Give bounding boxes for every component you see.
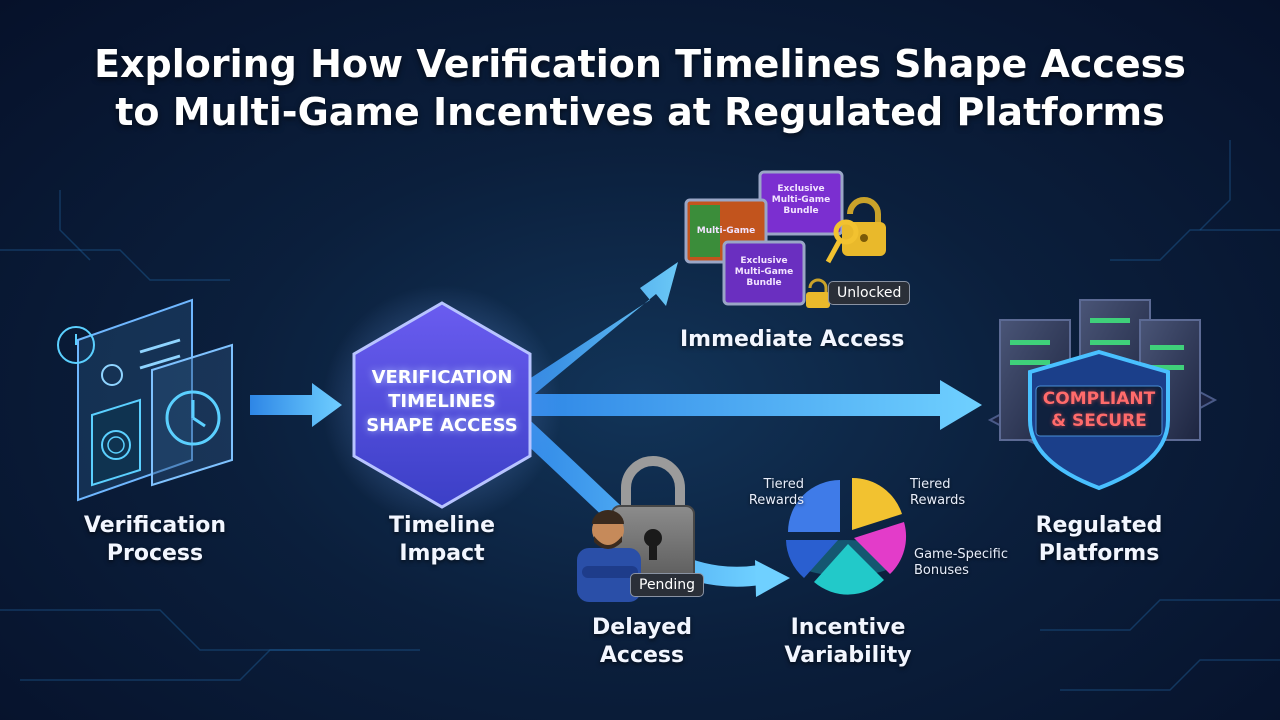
arrow-head-incentive (755, 560, 790, 597)
pie-label-tiered-right: Tiered Rewards (910, 477, 965, 509)
arrow-to-timeline (250, 383, 342, 427)
verification-label-line-1: Verification (83, 513, 227, 538)
small-padlock-icon (806, 278, 830, 308)
regulated-platforms-label: Regulated Platforms (1024, 512, 1174, 568)
incentive-label-line-2: Variability (784, 643, 912, 668)
timeline-impact-label: Timeline Impact (370, 512, 514, 568)
incentive-pie-chart (786, 477, 907, 595)
title-line-1: Exploring How Verification Timelines Sha… (94, 42, 1186, 86)
timeline-label-line-2: Impact (399, 541, 485, 566)
shield-icon (1028, 349, 1170, 491)
pie-label-tiered-left: Tiered Rewards (748, 477, 804, 509)
timeline-label-line-1: Timeline (388, 513, 496, 538)
arrow-to-immediate-access (520, 262, 678, 398)
pie-slice-blue-left (788, 480, 840, 532)
hexagon-line-1: VERIFICATION (371, 367, 513, 388)
card-top-text: Exclusive Multi-Game Bundle (764, 184, 838, 217)
compliant-secure-badge: COMPLIANT & SECURE (1038, 388, 1160, 432)
card-front-line-1: Exclusive (740, 256, 788, 266)
person-avatar (577, 510, 641, 602)
game-specific-line-1: Game-Specific (914, 547, 1008, 562)
card-front-text: Exclusive Multi-Game Bundle (728, 256, 800, 289)
card-front-line-2: Multi-Game (734, 267, 794, 277)
hexagon-text: VERIFICATION TIMELINES SHAPE ACCESS (354, 366, 530, 438)
pie-slice-magenta (854, 522, 907, 574)
hexagon-line-3: SHAPE ACCESS (366, 415, 518, 436)
tiered-left-line-2: Rewards (748, 493, 804, 508)
hexagon-line-2: TIMELINES (388, 391, 496, 412)
pie-slice-yellow (852, 477, 902, 530)
tiered-right-line-2: Rewards (910, 493, 966, 508)
verification-process-label: Verification Process (70, 512, 240, 568)
tiered-right-line-1: Tiered (910, 477, 951, 492)
game-cards-icon (684, 170, 844, 306)
pie-slice-blue-bottom (786, 540, 838, 578)
circuit-lines (0, 140, 1280, 691)
card-left-text: Multi-Game (690, 226, 762, 237)
title-line-2: to Multi-Game Incentives at Regulated Pl… (115, 90, 1165, 134)
card-top-line-3: Bundle (783, 206, 819, 216)
card-top-line-1: Exclusive (777, 184, 825, 194)
incentive-label-line-1: Incentive (790, 615, 906, 640)
immediate-access-label: Immediate Access (680, 327, 905, 352)
unlocked-badge: Unlocked (828, 281, 911, 305)
pending-badge: Pending (630, 573, 704, 597)
game-specific-line-2: Bonuses (914, 563, 969, 578)
regulated-label-line-1: Regulated (1035, 513, 1163, 538)
card-left-line-1: Multi-Game (696, 226, 756, 236)
delayed-label-line-1: Delayed (592, 615, 692, 640)
tiered-left-line-1: Tiered (763, 477, 804, 492)
incentive-variability-label: Incentive Variability (780, 614, 916, 670)
compliant-line-2: & SECURE (1051, 411, 1147, 431)
delayed-label-line-2: Access (599, 643, 685, 668)
regulated-label-line-2: Platforms (1038, 541, 1160, 566)
timeline-hexagon (352, 301, 532, 509)
pie-label-game-specific: Game-Specific Bonuses (914, 547, 1008, 579)
golden-key-icon (825, 197, 886, 264)
delayed-access-label: Delayed Access (580, 614, 704, 670)
compliant-line-1: COMPLIANT (1042, 389, 1156, 409)
arrow-to-regulated-platforms (520, 380, 982, 430)
verification-label-line-2: Process (106, 541, 204, 566)
card-top-line-2: Multi-Game (771, 195, 831, 205)
card-front-line-3: Bundle (746, 278, 782, 288)
verification-screens-icon (57, 298, 233, 502)
page-title: Exploring How Verification Timelines Sha… (40, 40, 1240, 136)
pie-slice-cyan (814, 544, 884, 595)
